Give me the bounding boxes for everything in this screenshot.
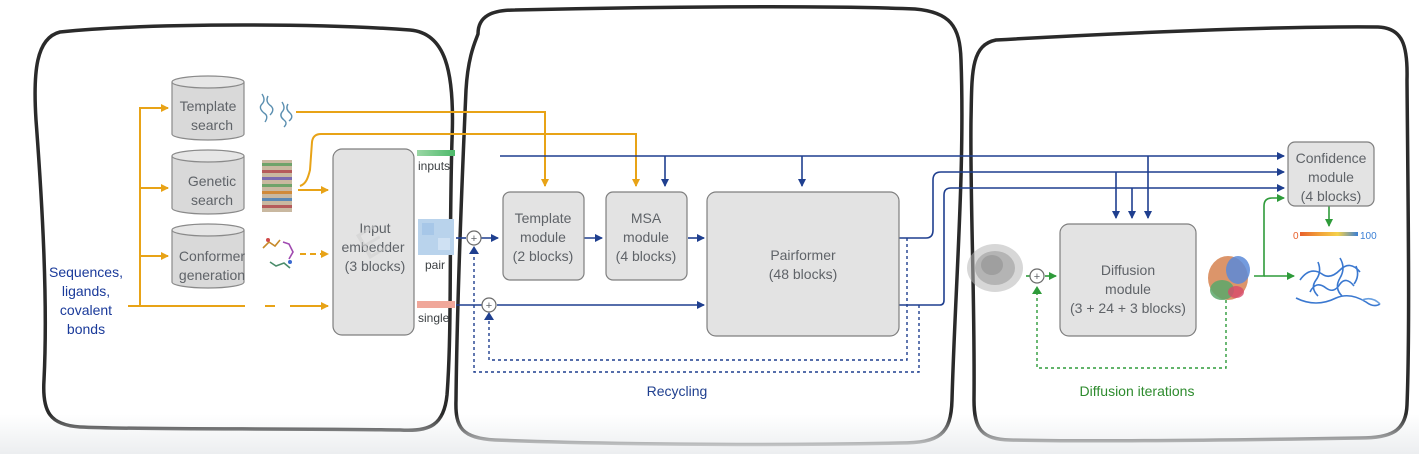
diffusion-iteration-loop (1036, 292, 1227, 369)
template-search-label-l2: search (191, 117, 233, 133)
template-module-block: Template module (2 blocks) (502, 191, 585, 281)
inputs-label-l1: Sequences, (49, 264, 123, 280)
diffusion-module-block: Diffusion module (3 + 24 + 3 blocks) (1059, 223, 1197, 337)
diffusion-loop-arrowhead (1032, 286, 1042, 294)
diffusion-sum-node: + (1029, 268, 1045, 284)
single-sum-node: + (481, 297, 497, 313)
template-module-l1: Template (515, 210, 572, 226)
template-search-db: Template search (171, 75, 245, 141)
confidence-module-block: Confidence module (4 blocks) (1287, 141, 1375, 207)
svg-text:+: + (471, 233, 477, 245)
msa-module-l3: (4 blocks) (616, 248, 677, 264)
embedder-label-l3: (3 blocks) (345, 258, 406, 274)
conformer-generation-db: Conformer generation (171, 223, 245, 289)
confidence-module-l2: module (1308, 169, 1354, 185)
msa-alignment-thumbnail (262, 160, 292, 212)
confidence-color-scale: 0 100 (1293, 231, 1377, 242)
svg-text:+: + (1034, 271, 1040, 283)
template-search-label-l1: Template (180, 98, 237, 114)
conformer-molecule-thumbnail (262, 238, 294, 269)
embedder-label-l2: embedder (341, 239, 404, 255)
confidence-scale-min: 0 (1293, 231, 1299, 242)
input-embedder-block: Input embedder (3 blocks) (332, 148, 415, 336)
recycling-loop (473, 238, 920, 373)
single-output-label: single (418, 311, 450, 325)
diffusion-iterations-label: Diffusion iterations (1080, 383, 1195, 399)
confidence-module-l3: (4 blocks) (1301, 188, 1362, 204)
conformer-label-l2: generation (179, 267, 245, 283)
genetic-search-label-l2: search (191, 192, 233, 208)
msa-module-block: MSA module (4 blocks) (605, 191, 688, 281)
msa-module-l1: MSA (631, 210, 662, 226)
diffusion-module-l3: (3 + 24 + 3 blocks) (1070, 300, 1186, 316)
recycling-label: Recycling (647, 383, 708, 399)
pair-tensor-indicator: pair (418, 219, 454, 272)
inputs-label-l4: bonds (67, 321, 105, 337)
diffusion-module-l1: Diffusion (1101, 262, 1155, 278)
msa-module-l2: module (623, 229, 669, 245)
pairformer-block: Pairformer (48 blocks) (706, 191, 900, 337)
single-tensor-indicator: single (417, 301, 455, 325)
genetic-search-label-l1: Genetic (188, 173, 236, 189)
inputs-label-l2: ligands, (62, 283, 110, 299)
pairformer-l1: Pairformer (770, 247, 836, 263)
noise-cloud (967, 244, 1023, 292)
diffusion-paths (1026, 194, 1333, 280)
input-sources-label: Sequences, ligands, covalent bonds (49, 264, 123, 337)
confidence-module-l1: Confidence (1296, 150, 1367, 166)
template-module-l3: (2 blocks) (513, 248, 574, 264)
diffusion-module-l2: module (1105, 281, 1151, 297)
inputs-output-label: inputs (418, 159, 450, 173)
recycling-arrowhead-single (484, 312, 494, 320)
final-structure-cartoon (1295, 257, 1381, 307)
inputs-label-l3: covalent (60, 302, 112, 318)
confidence-scale-max: 100 (1360, 231, 1377, 242)
inputs-tensor-indicator: inputs (417, 150, 455, 173)
pairformer-l2: (48 blocks) (769, 266, 837, 282)
pair-output-label: pair (425, 258, 445, 272)
predicted-structure-colored (1208, 256, 1250, 300)
svg-text:+: + (486, 300, 492, 312)
pipeline-paths (456, 152, 1285, 309)
pair-sum-node: + (466, 230, 482, 246)
conformer-label-l1: Conformer (179, 248, 245, 264)
template-structure-thumbnail (259, 93, 293, 128)
genetic-search-db: Genetic search (171, 149, 245, 215)
recycling-arrowhead-pair (469, 246, 479, 254)
data-flow-paths (128, 104, 640, 310)
template-module-l2: module (520, 229, 566, 245)
embedder-label-l1: Input (359, 220, 390, 236)
